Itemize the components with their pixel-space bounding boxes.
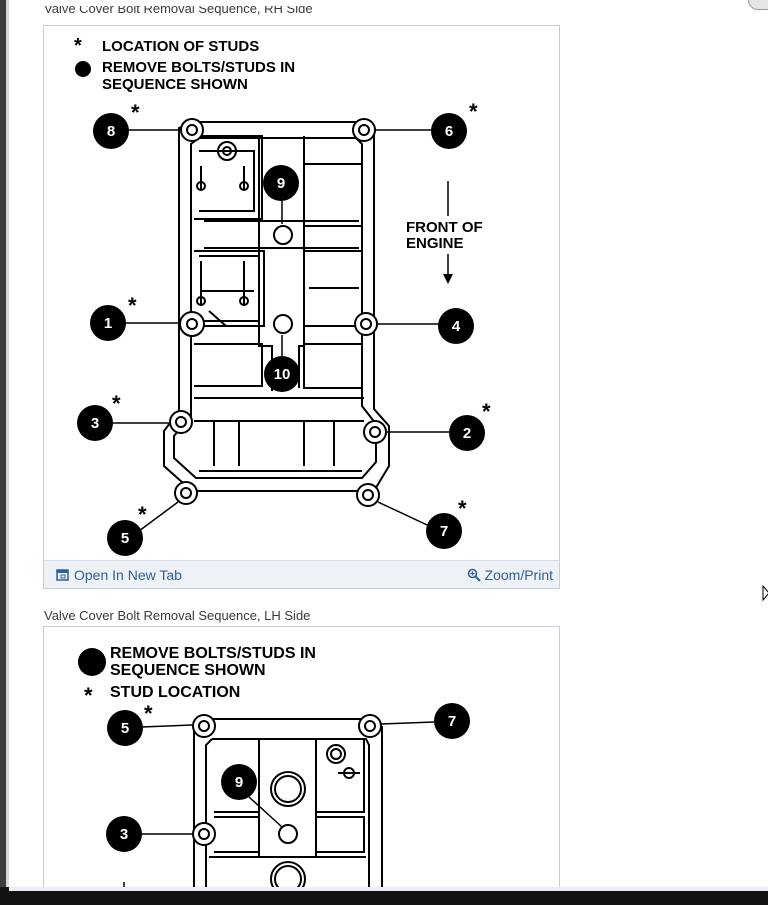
bolt-callout-10: 10 <box>264 356 300 392</box>
legend-dot-icon <box>75 61 91 77</box>
bolt-callout-6: 6 <box>431 113 467 149</box>
front-of-label: FRONT OF <box>406 219 483 236</box>
legend-remove-line1: REMOVE BOLTS/STUDS IN <box>110 645 316 662</box>
svg-text:1: 1 <box>104 315 112 332</box>
svg-text:7: 7 <box>448 713 456 730</box>
svg-text:6: 6 <box>445 123 453 140</box>
bolt-callout-5: 5 <box>107 710 143 746</box>
svg-text:9: 9 <box>277 175 285 192</box>
svg-text:*: * <box>112 391 121 416</box>
zoom-icon <box>467 568 481 582</box>
legend-dot-icon <box>78 648 106 676</box>
scroll-thumb[interactable] <box>748 0 768 10</box>
svg-text:*: * <box>458 496 467 521</box>
bolt-bosses <box>192 714 382 846</box>
bolt-callout-7: 7 <box>434 703 470 739</box>
stud-star-icon: * <box>144 701 153 726</box>
engine-label: ENGINE <box>406 235 464 252</box>
new-tab-icon <box>56 569 69 581</box>
legend-remove-line2: SEQUENCE SHOWN <box>110 662 266 679</box>
zoom-print-label: Zoom/Print <box>484 567 553 583</box>
svg-text:5: 5 <box>121 530 129 547</box>
window-left-inner-border <box>6 0 9 893</box>
mouse-cursor-icon <box>762 585 768 602</box>
legend-stud-label: LOCATION OF STUDS <box>102 38 259 55</box>
bolt-callout-7: 7 <box>426 513 462 549</box>
bolt-callout-9: 9 <box>263 165 299 201</box>
valve-cover-outline <box>193 718 383 897</box>
diagram-rh-side: * LOCATION OF STUDS REMOVE BOLTS/STUDS I… <box>74 35 491 556</box>
svg-text:3: 3 <box>91 415 99 432</box>
legend-remove-line2: SEQUENCE SHOWN <box>102 76 248 93</box>
window-left-border <box>0 0 6 893</box>
bolt-callout-3: 3 <box>106 816 142 852</box>
figure-lh-side: REMOVE BOLTS/STUDS IN SEQUENCE SHOWN * S… <box>43 626 560 898</box>
window-bottom-border <box>0 887 768 905</box>
leader-lines <box>123 721 435 897</box>
window-bottom-inner-border <box>9 887 768 891</box>
svg-text:*: * <box>482 399 491 424</box>
bolt-callout-2: 2 <box>449 415 485 451</box>
figure-rh-side: * LOCATION OF STUDS REMOVE BOLTS/STUDS I… <box>43 25 560 589</box>
svg-text:7: 7 <box>440 523 448 540</box>
bolt-callout-3: 3 <box>77 405 113 441</box>
open-in-new-tab-label: Open In New Tab <box>74 567 182 583</box>
svg-text:4: 4 <box>452 318 461 335</box>
svg-text:*: * <box>128 293 137 318</box>
bolt-callouts: 5 7 9 3 <box>106 703 470 852</box>
svg-text:9: 9 <box>235 774 243 791</box>
svg-text:*: * <box>469 99 478 124</box>
legend-star-icon: * <box>74 35 82 57</box>
front-arrow-icon <box>443 274 453 284</box>
bolt-bosses <box>169 118 387 507</box>
top-strip <box>9 0 768 12</box>
svg-text:8: 8 <box>107 123 115 140</box>
diagram-lh-side: REMOVE BOLTS/STUDS IN SEQUENCE SHOWN * S… <box>78 645 470 897</box>
bolt-callout-8: 8 <box>93 113 129 149</box>
legend-remove-line1: REMOVE BOLTS/STUDS IN <box>102 59 295 76</box>
svg-text:*: * <box>131 100 140 125</box>
zoom-print-link[interactable]: Zoom/Print <box>467 567 553 583</box>
bolt-callout-9: 9 <box>221 764 257 800</box>
svg-text:2: 2 <box>463 425 471 442</box>
bolt-callouts: 8 6 9 1 4 10 3 2 5 7 <box>77 113 485 556</box>
stud-star-icons: * * * * * * * <box>112 99 491 527</box>
svg-text:10: 10 <box>274 366 291 383</box>
figure-caption-lh: Valve Cover Bolt Removal Sequence, LH Si… <box>44 608 311 623</box>
legend-stud-label: STUD LOCATION <box>110 684 240 701</box>
bolt-callout-5: 5 <box>107 520 143 556</box>
svg-text:3: 3 <box>120 826 128 843</box>
svg-text:*: * <box>138 502 147 527</box>
bolt-callout-1: 1 <box>90 305 126 341</box>
bolt-callout-4: 4 <box>438 308 474 344</box>
cover-bosses <box>196 141 293 334</box>
svg-text:5: 5 <box>121 720 129 737</box>
figure-caption-rh: Valve Cover Bolt Removal Sequence, RH Si… <box>44 6 313 16</box>
figure-rh-link-bar: Open In New Tab Zoom/Print <box>44 560 559 588</box>
open-in-new-tab-link[interactable]: Open In New Tab <box>56 567 182 583</box>
legend-star-icon: * <box>84 683 93 708</box>
